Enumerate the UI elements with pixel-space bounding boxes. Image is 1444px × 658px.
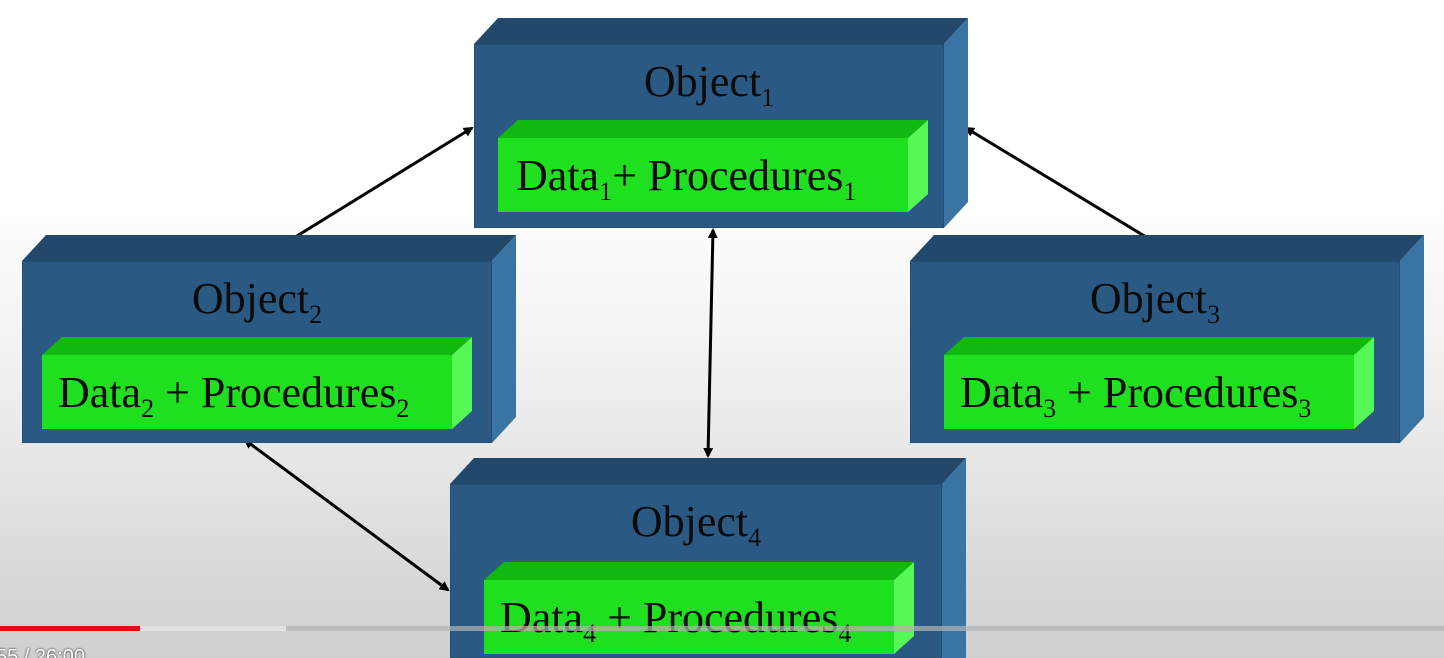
video-player-bar: 55 / 26:00 xyxy=(0,626,1444,658)
object-3-data-label: Data3 + Procedures3 xyxy=(960,368,1312,423)
object-2-data-block: Data2 + Procedures2 xyxy=(42,337,472,429)
object-1-title: Object1 xyxy=(643,57,775,112)
object-4-data-label: Data4 + Procedures4 xyxy=(500,593,852,648)
object-1-box: Object1 Data1+ Procedures1 xyxy=(474,18,968,228)
object-3-box: Object3 Data3 + Procedures3 xyxy=(910,235,1424,443)
object-2-title: Object2 xyxy=(191,274,323,329)
progress-buffered xyxy=(0,626,286,631)
object-2-box: Object2 Data2 + Procedures2 xyxy=(22,235,516,443)
object-4-data-block: Data4 + Procedures4 xyxy=(484,562,914,654)
progress-track[interactable] xyxy=(0,626,1444,631)
object-4-title: Object4 xyxy=(630,497,762,552)
progress-played[interactable] xyxy=(0,626,140,631)
object-2-data-label: Data2 + Procedures2 xyxy=(58,368,410,423)
object-3-title: Object3 xyxy=(1089,274,1221,329)
object-3-data-block: Data3 + Procedures3 xyxy=(944,337,1374,429)
object-1-data-block: Data1+ Procedures1 xyxy=(498,120,928,212)
arrow-obj1-obj4 xyxy=(703,228,718,458)
time-display: 55 / 26:00 xyxy=(0,646,85,658)
arrow-obj2-obj4 xyxy=(243,438,450,592)
object-1-data-label: Data1+ Procedures1 xyxy=(516,151,857,206)
